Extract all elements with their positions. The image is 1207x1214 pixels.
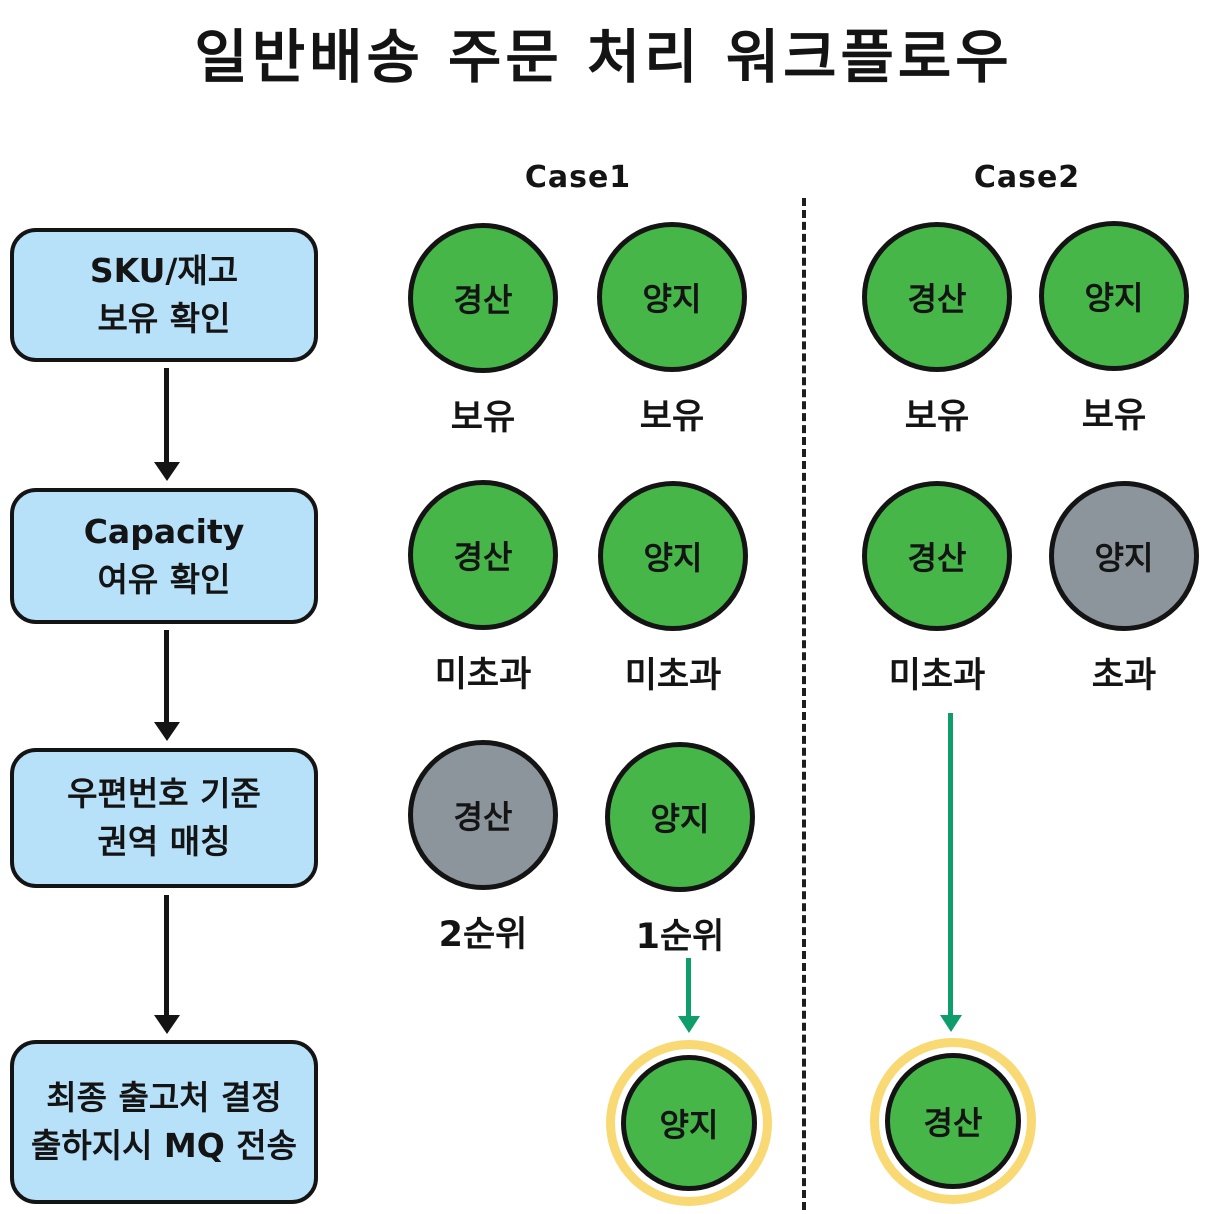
case2-row1-node-yangji: 양지 보유 [1039,221,1189,438]
flow-step-line1: Capacity [83,512,245,552]
flow-step-zone-matching: 우편번호 기준 권역 매칭 [10,748,318,888]
site-circle: 경산 [862,222,1012,372]
case2-label: Case2 [973,160,1081,195]
flow-step-line2: 출하지시 MQ 전송 [30,1126,298,1165]
site-name: 양지 [643,539,703,577]
status-caption: 미초과 [434,655,532,695]
flow-step-final-dispatch: 최종 출고처 결정 출하지시 MQ 전송 [10,1040,318,1204]
site-name: 양지 [642,280,702,318]
site-circle: 경산 [408,480,558,630]
case1-label: Case1 [524,160,632,195]
flow-step-line1: 최종 출고처 결정 [46,1078,282,1118]
page-title: 일반배송 주문 처리 워크플로우 [194,23,1013,91]
flow-step-line2: 권역 매칭 [97,822,231,861]
site-name: 경산 [923,1104,983,1142]
site-name: 양지 [659,1106,719,1144]
site-name: 양지 [1084,279,1144,317]
case2-row2-node-gyeongsan: 경산 미초과 [862,481,1012,698]
site-name: 양지 [650,800,710,838]
flow-step-line1: 우편번호 기준 [67,774,261,814]
status-caption: 보유 [904,397,970,437]
case1-row2-node-gyeongsan: 경산 미초과 [408,480,558,697]
case1-row3-node-yangji: 양지 1순위 [605,742,755,959]
site-circle: 경산 [862,481,1012,631]
site-circle: 양지 [597,222,747,372]
flow-step-sku-check: SKU/재고 보유 확인 [10,228,318,362]
flow-step-capacity-check: Capacity 여유 확인 [10,488,318,624]
case2-row2-node-yangji: 양지 초과 [1049,481,1199,698]
case1-selection-arrow [686,958,691,1016]
site-circle: 양지 [1049,481,1199,631]
case2-row1-node-gyeongsan: 경산 보유 [862,222,1012,439]
site-name: 경산 [907,539,967,577]
case1-row3-node-gyeongsan: 경산 2순위 [408,740,558,957]
site-circle: 양지 [1039,221,1189,371]
status-caption: 1순위 [635,917,725,957]
case2-result-node-gyeongsan: 경산 [885,1053,1021,1189]
status-caption: 초과 [1091,656,1157,696]
site-name: 경산 [907,280,967,318]
status-caption: 2순위 [438,915,528,955]
case1-row1-node-gyeongsan: 경산 보유 [408,223,558,440]
flow-step-line2: 여유 확인 [97,560,231,599]
site-name: 경산 [453,798,513,836]
status-caption: 보유 [639,397,705,437]
site-name: 양지 [1094,539,1154,577]
selected-site-circle: 양지 [621,1055,757,1191]
selected-site-circle: 경산 [885,1053,1021,1189]
site-circle: 경산 [408,740,558,890]
case1-row1-node-yangji: 양지 보유 [597,222,747,439]
site-circle: 경산 [408,223,558,373]
status-caption: 미초과 [888,656,986,696]
case2-selection-arrow [948,713,953,1015]
site-name: 경산 [453,538,513,576]
flow-step-line2: 보유 확인 [97,299,231,338]
flow-arrow-2 [164,630,169,722]
status-caption: 보유 [450,398,516,438]
flow-step-line1: SKU/재고 [89,251,239,291]
status-caption: 보유 [1081,396,1147,436]
flow-arrow-3 [164,895,169,1015]
case1-row2-node-yangji: 양지 미초과 [598,481,748,698]
status-caption: 미초과 [624,656,722,696]
case1-result-node-yangji: 양지 [621,1055,757,1191]
site-circle: 양지 [605,742,755,892]
site-circle: 양지 [598,481,748,631]
flow-arrow-1 [164,368,169,462]
site-name: 경산 [453,281,513,319]
case-divider-line [802,198,806,1210]
